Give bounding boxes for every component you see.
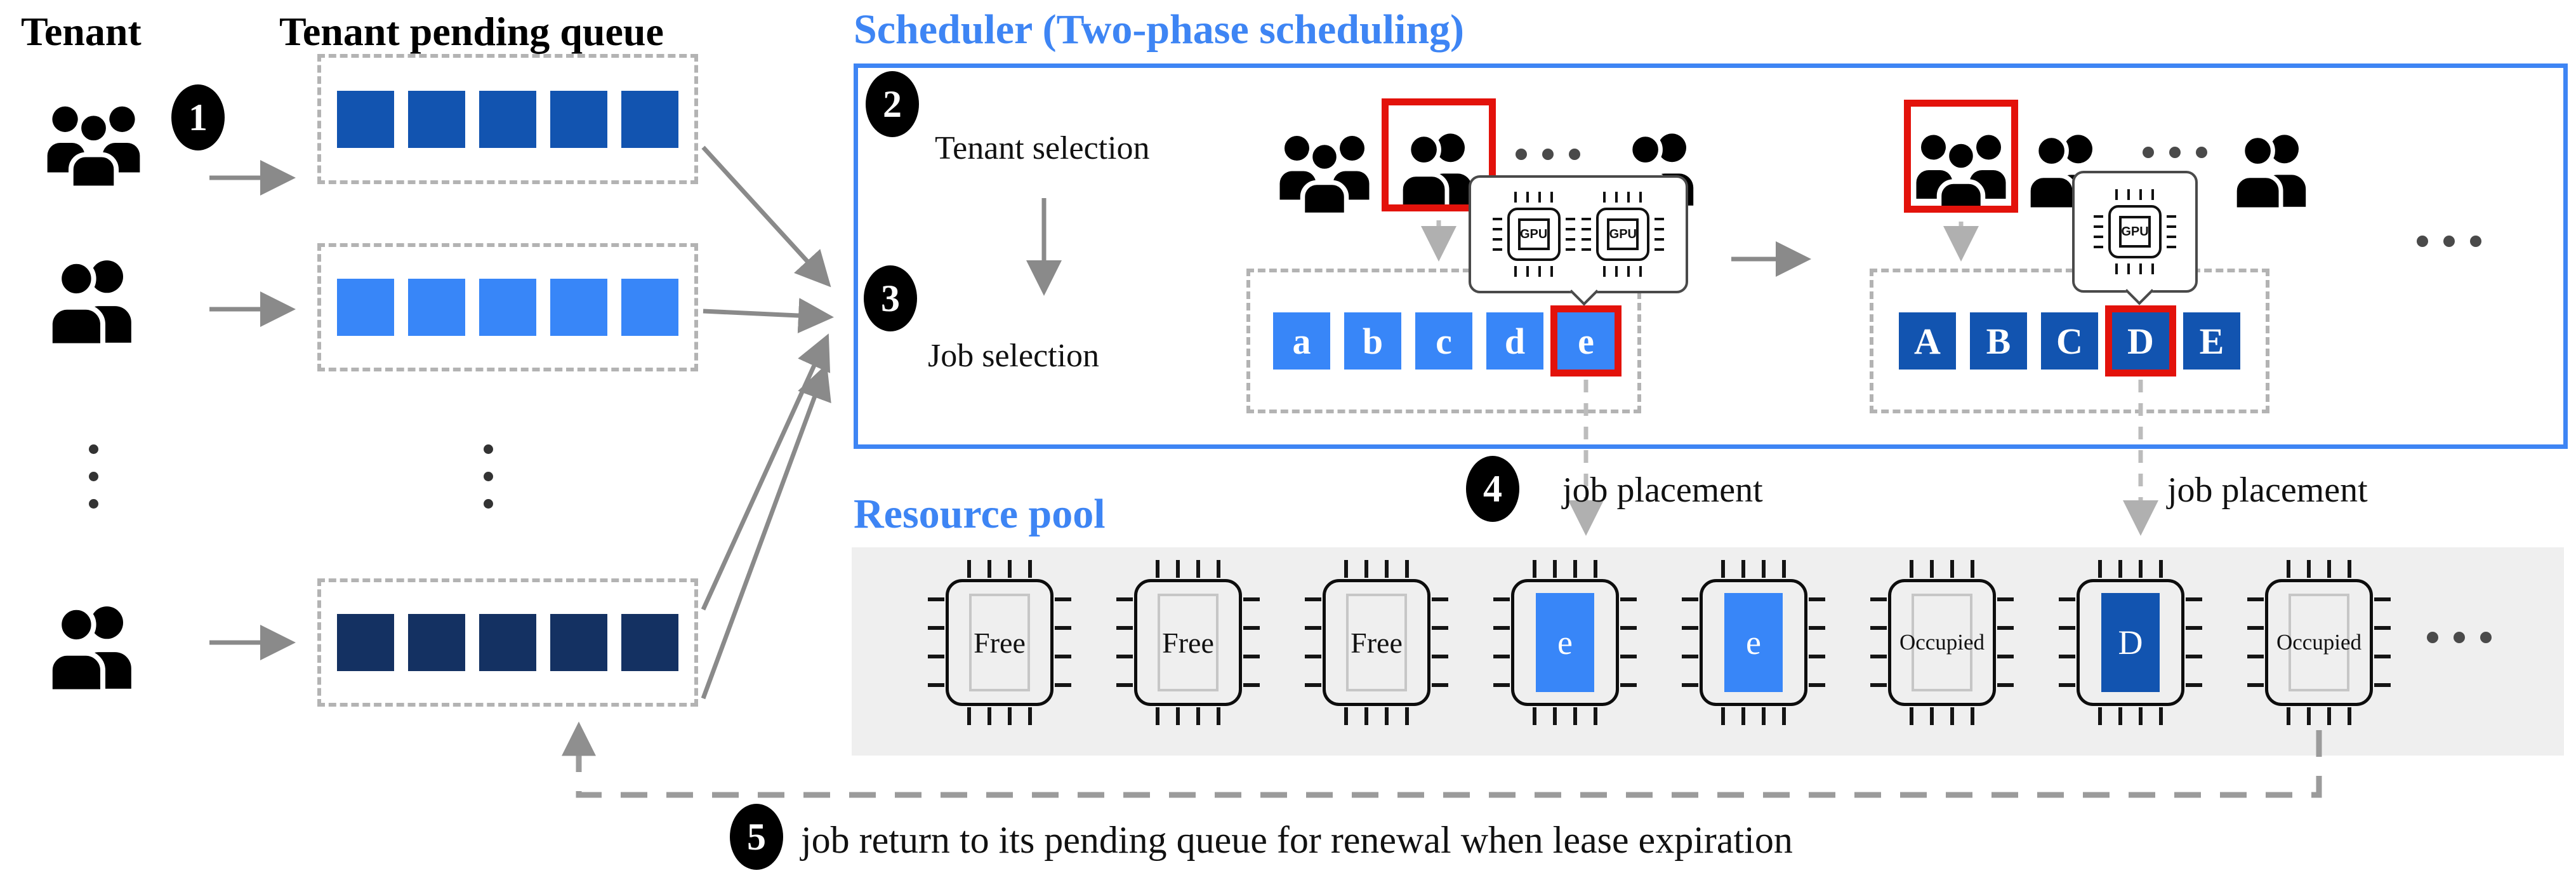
job-D: D [2112, 312, 2169, 370]
queued-job-square [621, 279, 678, 336]
gpu-node-5: e [1682, 560, 1825, 725]
gpu-node-2-label: Free [1158, 594, 1219, 691]
job-C: C [2041, 312, 2098, 370]
gpu-node-1-label: Free [969, 594, 1030, 691]
gpu-node-4: e [1493, 560, 1637, 725]
gpu-node-7-label: D [2101, 593, 2160, 692]
selected-job-D-highlight [2105, 305, 2176, 377]
queued-job-square [550, 279, 607, 336]
phase2-job-queue: A B C D E [1870, 269, 2269, 413]
job-a: a [1273, 312, 1330, 370]
more-nodes-ellipsis-icon [2427, 632, 2492, 643]
queued-job-square [408, 90, 465, 148]
job-placement-label-1: job placement [1562, 470, 1763, 510]
queued-job-square [479, 90, 536, 148]
more-rounds-ellipsis-icon [2417, 236, 2481, 247]
job-placement-label-2: job placement [2167, 470, 2368, 510]
phase1-tenant-group-icon [1277, 122, 1372, 220]
selected-job-e-highlight [1550, 305, 1622, 377]
step-2-badge: 2 [866, 71, 919, 137]
more-tenants-ellipsis-icon [89, 444, 98, 509]
job-E: E [2183, 312, 2240, 370]
gpu-node-5-label: e [1724, 593, 1783, 692]
tenant-header: Tenant [21, 9, 142, 54]
pending-queue-2 [317, 243, 698, 371]
queued-job-square [550, 90, 607, 148]
job-B: B [1970, 312, 2027, 370]
queued-job-square [408, 614, 465, 671]
job-A: A [1899, 312, 1956, 370]
gpu-node-8: Occupied [2247, 560, 2391, 725]
phase2-tenants-ellipsis-icon [2143, 147, 2207, 158]
queued-job-square [621, 90, 678, 148]
gpu-chip-label: GPU [1607, 218, 1639, 250]
gpu-node-6: Occupied [1870, 560, 2014, 725]
job-return-label: job return to its pending queue for rene… [801, 819, 1793, 861]
scheduler-title: Scheduler (Two-phase scheduling) [854, 6, 1465, 53]
job-selection-label: Job selection [928, 338, 1100, 374]
gpu-chip-icon: GPU [2094, 189, 2176, 274]
resource-pool-title: Resource pool [854, 491, 1106, 537]
job-b: b [1344, 312, 1401, 370]
pending-queue-1 [317, 54, 698, 184]
gpu-chip-label: GPU [1517, 218, 1550, 250]
pending-queue-n [317, 578, 698, 707]
job-d: d [1486, 312, 1543, 370]
gpu-node-2: Free [1116, 560, 1260, 725]
queued-job-square [621, 614, 678, 671]
gpu-node-7: D [2059, 560, 2202, 725]
step-5-badge: 5 [730, 804, 783, 870]
queued-job-square [479, 279, 536, 336]
gpu-node-8-label: Occupied [2276, 594, 2361, 691]
phase1-selected-tenant-highlight [1382, 98, 1496, 211]
gpu-node-3-label: Free [1346, 594, 1407, 691]
phase1-job-queue: a b c d e [1246, 269, 1641, 413]
queued-job-square [479, 614, 536, 671]
phase2-tenant-pair2-icon [2228, 122, 2316, 217]
tenant-1-group-icon [44, 92, 143, 194]
phase2-selected-tenant-highlight [1904, 100, 2018, 213]
gpu-node-3: Free [1305, 560, 1448, 725]
scheduler-box [854, 63, 2568, 449]
tenant-n-pair-icon [42, 594, 143, 698]
pending-queue-header: Tenant pending queue [279, 9, 664, 54]
step-1-badge: 1 [171, 84, 225, 150]
queued-job-square [337, 279, 394, 336]
queued-job-square [337, 614, 394, 671]
phase2-gpu-demand-tooltip: GPU [2072, 171, 2198, 305]
gpu-chip-icon: GPU [1492, 192, 1575, 277]
tenant-2-pair-icon [42, 248, 143, 352]
gpu-chip-label: GPU [2119, 216, 2151, 248]
queued-job-square [337, 90, 394, 148]
phase1-tenants-ellipsis-icon [1516, 149, 1580, 160]
phase1-gpu-demand-tooltip: GPU GPU [1469, 175, 1688, 306]
gpu-node-6-label: Occupied [1899, 594, 1985, 691]
job-c: c [1415, 312, 1472, 370]
gpu-node-1: Free [928, 560, 1071, 725]
queued-job-square [550, 614, 607, 671]
gpu-chip-icon: GPU [1582, 192, 1665, 277]
tenant-selection-label: Tenant selection [935, 130, 1150, 166]
step-4-badge: 4 [1466, 456, 1519, 522]
more-queues-ellipsis-icon [484, 444, 493, 509]
step-3-badge: 3 [864, 265, 917, 331]
queued-job-square [408, 279, 465, 336]
job-e: e [1557, 312, 1615, 370]
gpu-node-4-label: e [1536, 593, 1594, 692]
